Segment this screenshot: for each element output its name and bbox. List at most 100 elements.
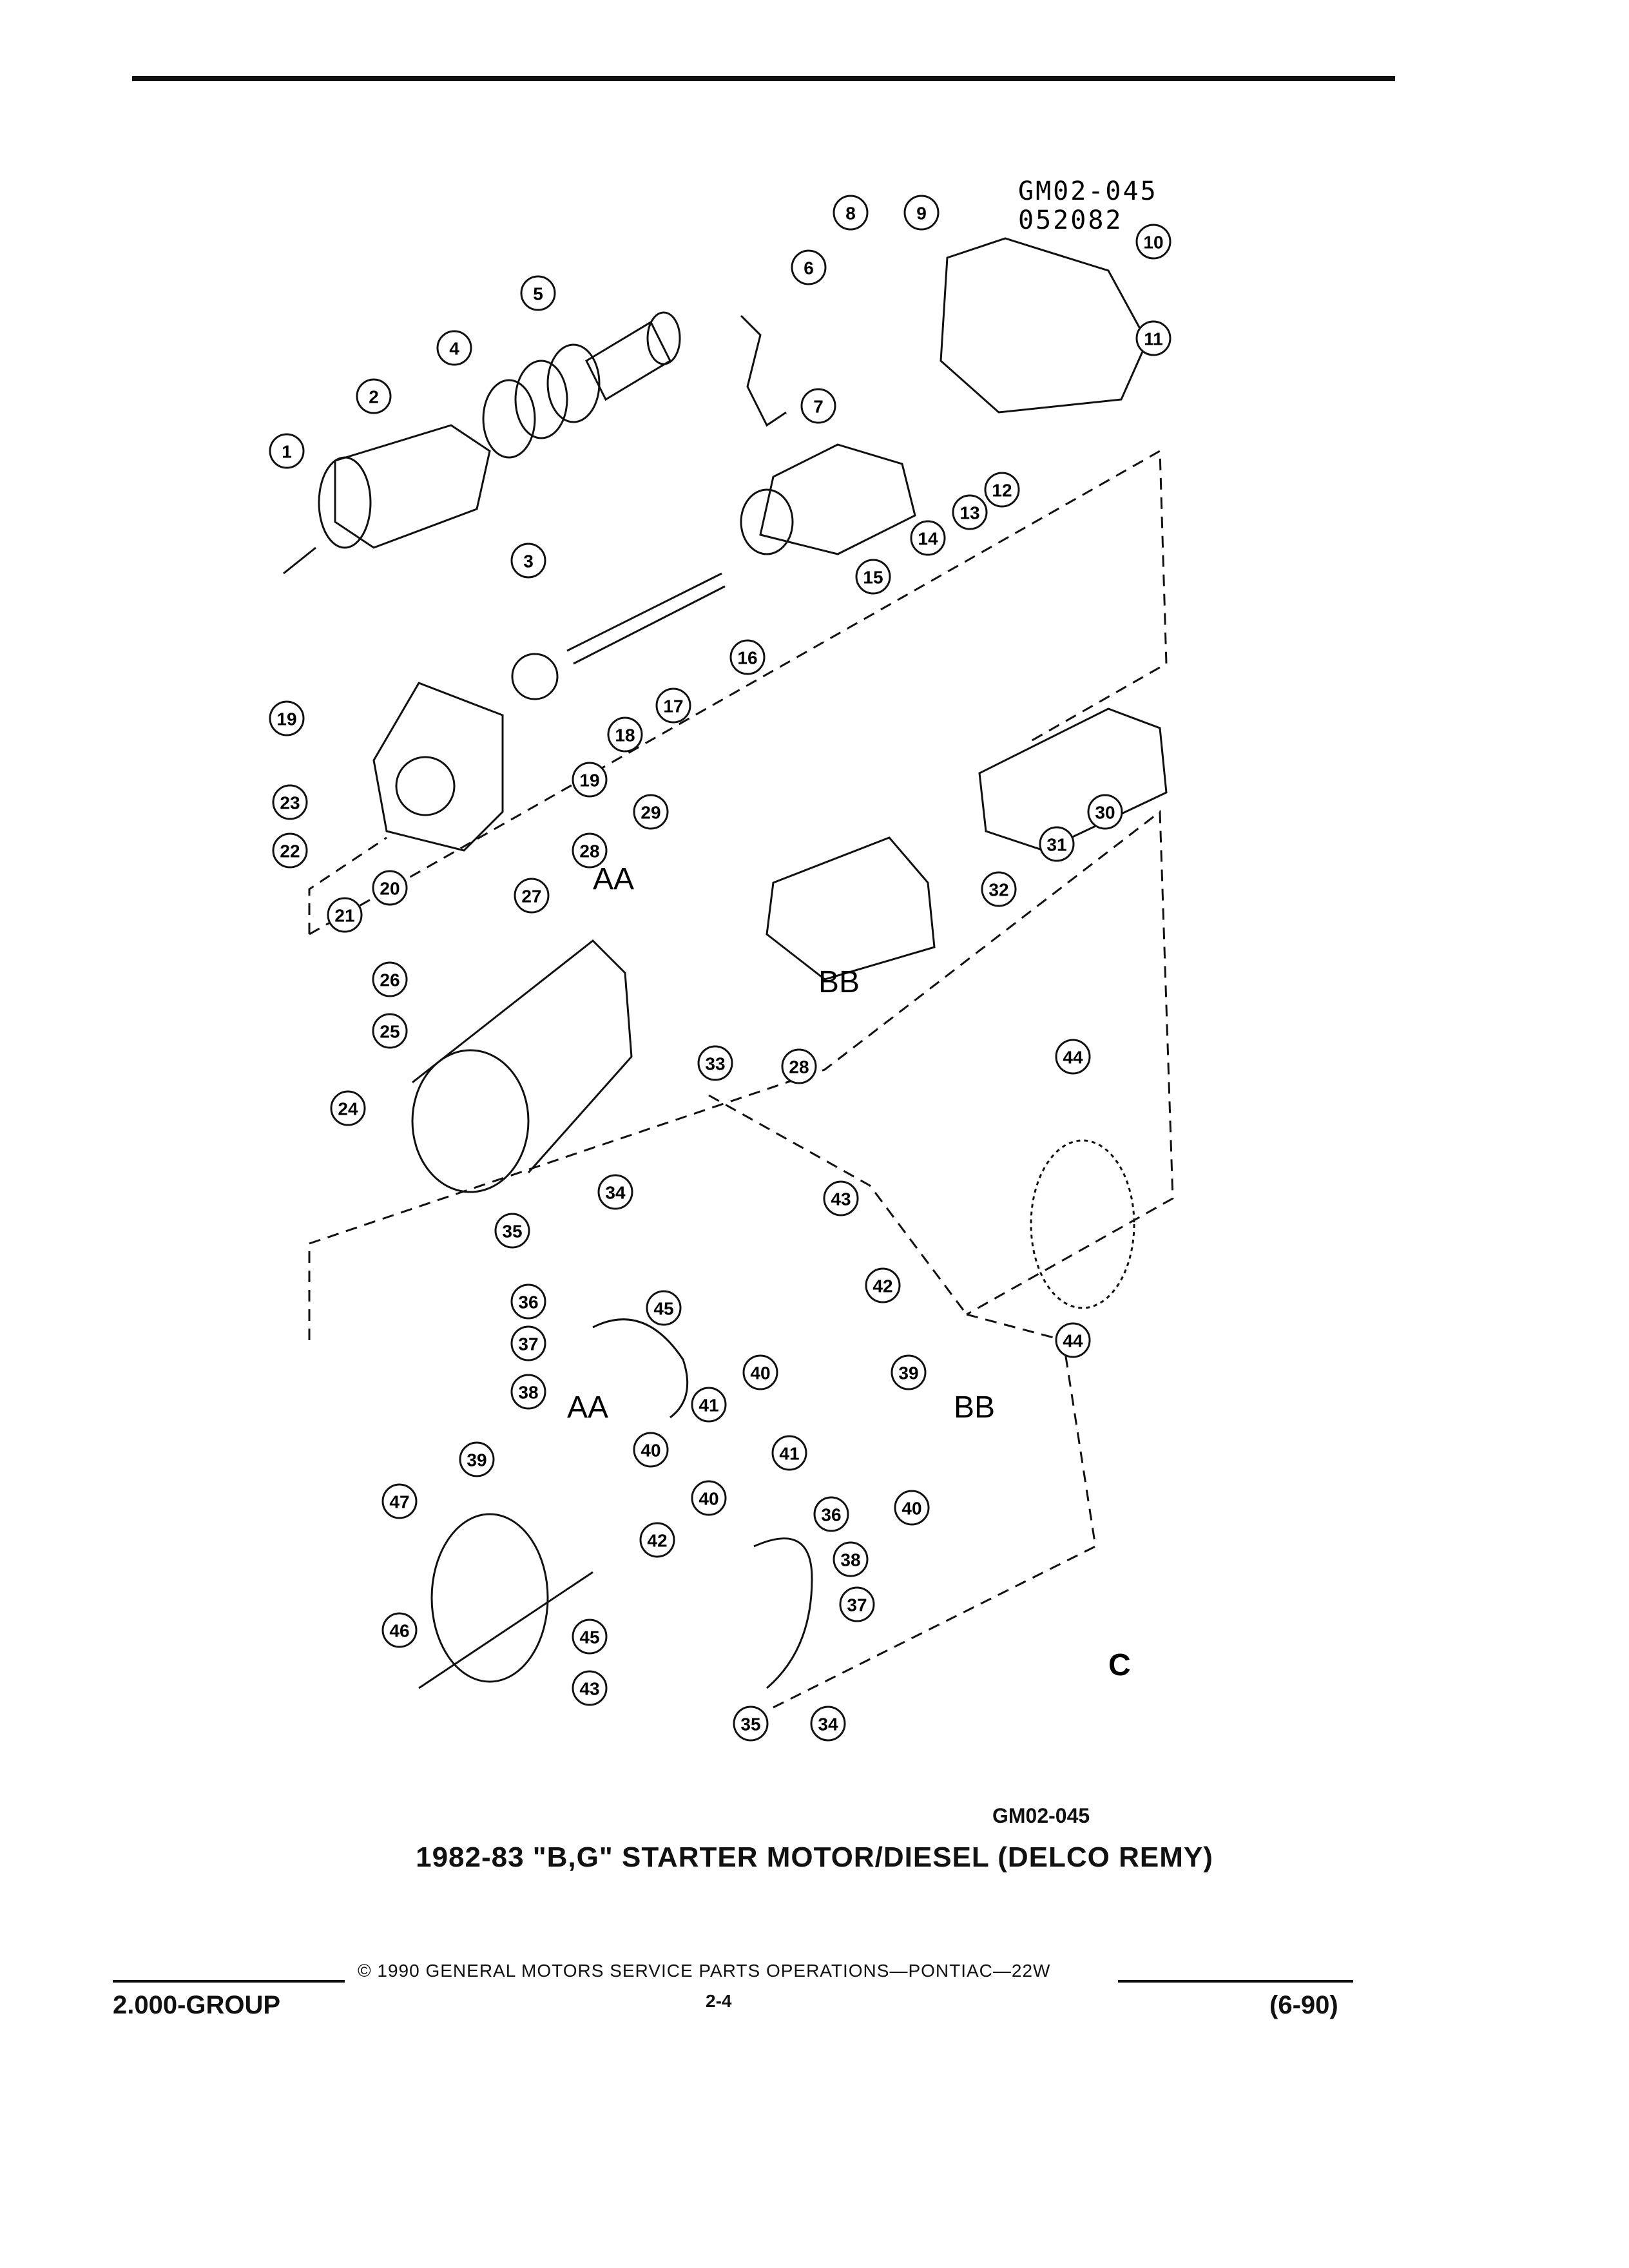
callout-number: 10 (1143, 233, 1163, 253)
callout-circle (372, 870, 408, 906)
callout-19: 19 (269, 700, 305, 736)
callout-circle (981, 871, 1017, 907)
callout-36: 36 (510, 1283, 546, 1320)
callout-number: 44 (1063, 1048, 1083, 1068)
callout-number: 39 (898, 1363, 918, 1383)
pinion-gear (511, 653, 559, 700)
callout-circle (903, 195, 940, 231)
callout-circle (520, 275, 556, 311)
callout-47: 47 (381, 1483, 418, 1519)
callout-circle (639, 1522, 675, 1558)
callout-45: 45 (572, 1619, 608, 1655)
through-bolt (418, 1571, 593, 1689)
callout-circle (510, 1283, 546, 1320)
callout-circle (272, 832, 308, 869)
callout-circle (1135, 320, 1171, 356)
callout-circle (839, 1586, 875, 1622)
field-coils (766, 836, 936, 981)
callout-number: 5 (533, 284, 543, 304)
callout-20: 20 (372, 870, 408, 906)
callout-31: 31 (1039, 826, 1075, 862)
callout-circle (633, 794, 669, 830)
solenoid-end (318, 456, 372, 549)
callout-number: 38 (518, 1383, 538, 1403)
callout-circle (771, 1435, 807, 1471)
callout-5: 5 (520, 275, 556, 311)
callout-circle (865, 1267, 901, 1303)
spring-coil-3 (546, 343, 601, 423)
callout-number: 36 (821, 1505, 841, 1525)
callout-number: 34 (818, 1715, 838, 1735)
callout-number: 40 (750, 1363, 770, 1383)
footer-group: 2.000-GROUP (113, 1991, 281, 2019)
callout-number: 21 (334, 906, 354, 926)
callout-number: 15 (863, 568, 883, 588)
callout-circle (781, 1048, 817, 1084)
callout-number: 16 (737, 648, 757, 668)
leader-diagonal (708, 1094, 968, 1315)
callout-21: 21 (327, 897, 363, 933)
figure-code: GM02-045 (992, 1804, 1090, 1827)
callout-number: 42 (647, 1531, 667, 1551)
shaft-lower (573, 585, 726, 665)
callout-40: 40 (691, 1480, 727, 1516)
callout-circle (327, 897, 363, 933)
callout-circle (381, 1612, 418, 1648)
callout-38: 38 (510, 1374, 546, 1410)
callout-number: 44 (1063, 1331, 1083, 1351)
callout-44: 44 (1055, 1322, 1091, 1358)
footer-page-number: 2-4 (706, 1991, 732, 2011)
callout-number: 30 (1095, 803, 1115, 823)
armature (978, 707, 1168, 852)
callout-circle (607, 716, 643, 753)
clutch-end (740, 488, 794, 555)
leader-lower (773, 1313, 1097, 1709)
callout-circle (1135, 224, 1171, 260)
callout-circle (855, 559, 891, 595)
callout-15: 15 (855, 559, 891, 595)
callout-9: 9 (903, 195, 940, 231)
callout-circle (742, 1354, 778, 1390)
part-drawings (283, 237, 1168, 1689)
drive-housing (940, 237, 1148, 414)
callout-number: 36 (518, 1293, 538, 1312)
callout-41: 41 (691, 1387, 727, 1423)
callout-circle (330, 1090, 366, 1126)
callout-18: 18 (607, 716, 643, 753)
callout-34: 34 (597, 1174, 633, 1210)
callout-circle (691, 1480, 727, 1516)
callout-number: 35 (502, 1222, 522, 1242)
callout-16: 16 (729, 639, 766, 675)
figure-caption: 1982-83 "B,G" STARTER MOTOR/DIESEL (DELC… (416, 1841, 1213, 1873)
callout-43: 43 (823, 1180, 859, 1216)
callout-number: 3 (523, 552, 534, 572)
callout-27: 27 (514, 878, 550, 914)
callout-43: 43 (572, 1670, 608, 1706)
callout-number: 22 (280, 841, 300, 861)
frame-opening (411, 1049, 530, 1193)
callout-circle (952, 494, 988, 530)
callout-36: 36 (813, 1496, 849, 1532)
callout-circle (269, 700, 305, 736)
callout-circle (655, 687, 691, 724)
callout-number: 35 (740, 1715, 760, 1735)
callout-number: 28 (579, 841, 599, 861)
callout-2: 2 (356, 378, 392, 414)
callout-number: 45 (653, 1299, 673, 1319)
callout-35: 35 (494, 1213, 530, 1249)
callout-circle (1039, 826, 1075, 862)
callout-circle (1055, 1322, 1091, 1358)
callout-number: 23 (280, 793, 300, 813)
callout-circle (910, 520, 946, 556)
callout-number: 33 (705, 1054, 725, 1074)
drive-clutch (759, 443, 916, 555)
callout-12: 12 (984, 472, 1020, 508)
callout-circle (800, 388, 836, 424)
diagram-mark: C (1108, 1648, 1131, 1682)
callout-10: 10 (1135, 224, 1171, 260)
callout-37: 37 (510, 1325, 546, 1361)
callout-39: 39 (891, 1354, 927, 1390)
diagram-code-line2: 052082 (1018, 206, 1123, 235)
callout-34: 34 (810, 1706, 846, 1742)
callout-number: 42 (872, 1276, 892, 1296)
